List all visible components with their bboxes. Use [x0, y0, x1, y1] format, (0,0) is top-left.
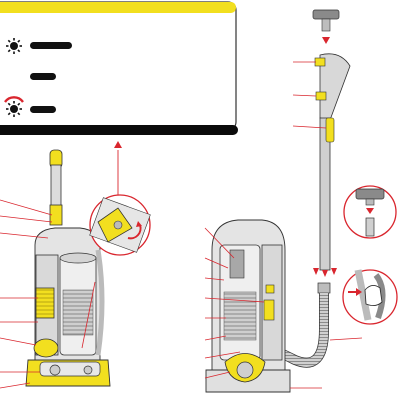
wheel-left — [49, 364, 61, 376]
red-down-arrows-bottom — [313, 268, 337, 277]
legend-bar-1 — [30, 42, 72, 49]
vacuum-right — [205, 9, 351, 393]
handle-yellow-tab — [314, 57, 326, 67]
right-callout-lines — [204, 61, 363, 389]
right-bin-ribs — [223, 291, 257, 341]
hose-connector — [317, 282, 331, 294]
handle-yellow-clip — [315, 91, 327, 101]
legend-bar-3 — [30, 106, 56, 113]
hand-outline — [364, 285, 383, 307]
bin-top-cap — [59, 252, 97, 264]
rear-hose — [95, 249, 105, 356]
wand-yellow-release — [325, 117, 335, 143]
spine-yellow-band — [49, 204, 63, 226]
yellow-filter-cylinder — [35, 287, 55, 319]
wand-handle-loop — [319, 53, 351, 121]
upright-vacuum-left — [25, 149, 111, 387]
legend-bottom-black-bar — [0, 125, 238, 135]
red-down-arrow-top — [322, 37, 330, 44]
right-grey-cyclone — [229, 249, 245, 279]
detail-circle-hose-release — [342, 269, 398, 325]
wheel-right — [83, 365, 93, 375]
yellow-ball — [33, 338, 59, 358]
top-brush-tool — [312, 9, 340, 20]
right-yellow-tab — [265, 284, 275, 294]
bin-ribs — [62, 289, 94, 336]
sun-icon — [6, 38, 22, 54]
left-callout-lines — [0, 199, 96, 389]
right-wheel — [236, 361, 254, 379]
red-connector-line — [114, 141, 122, 198]
detail-circle-brush-tool — [343, 185, 397, 239]
spine-upper — [50, 164, 62, 208]
legend-bar-2 — [30, 73, 56, 80]
legend-top-yellow-bar — [0, 2, 236, 13]
detail-circle-handle-catch — [89, 194, 151, 256]
sun-with-red-arc-icon — [4, 96, 24, 117]
right-yellow-latch — [263, 299, 275, 321]
legend-panel — [0, 1, 238, 135]
